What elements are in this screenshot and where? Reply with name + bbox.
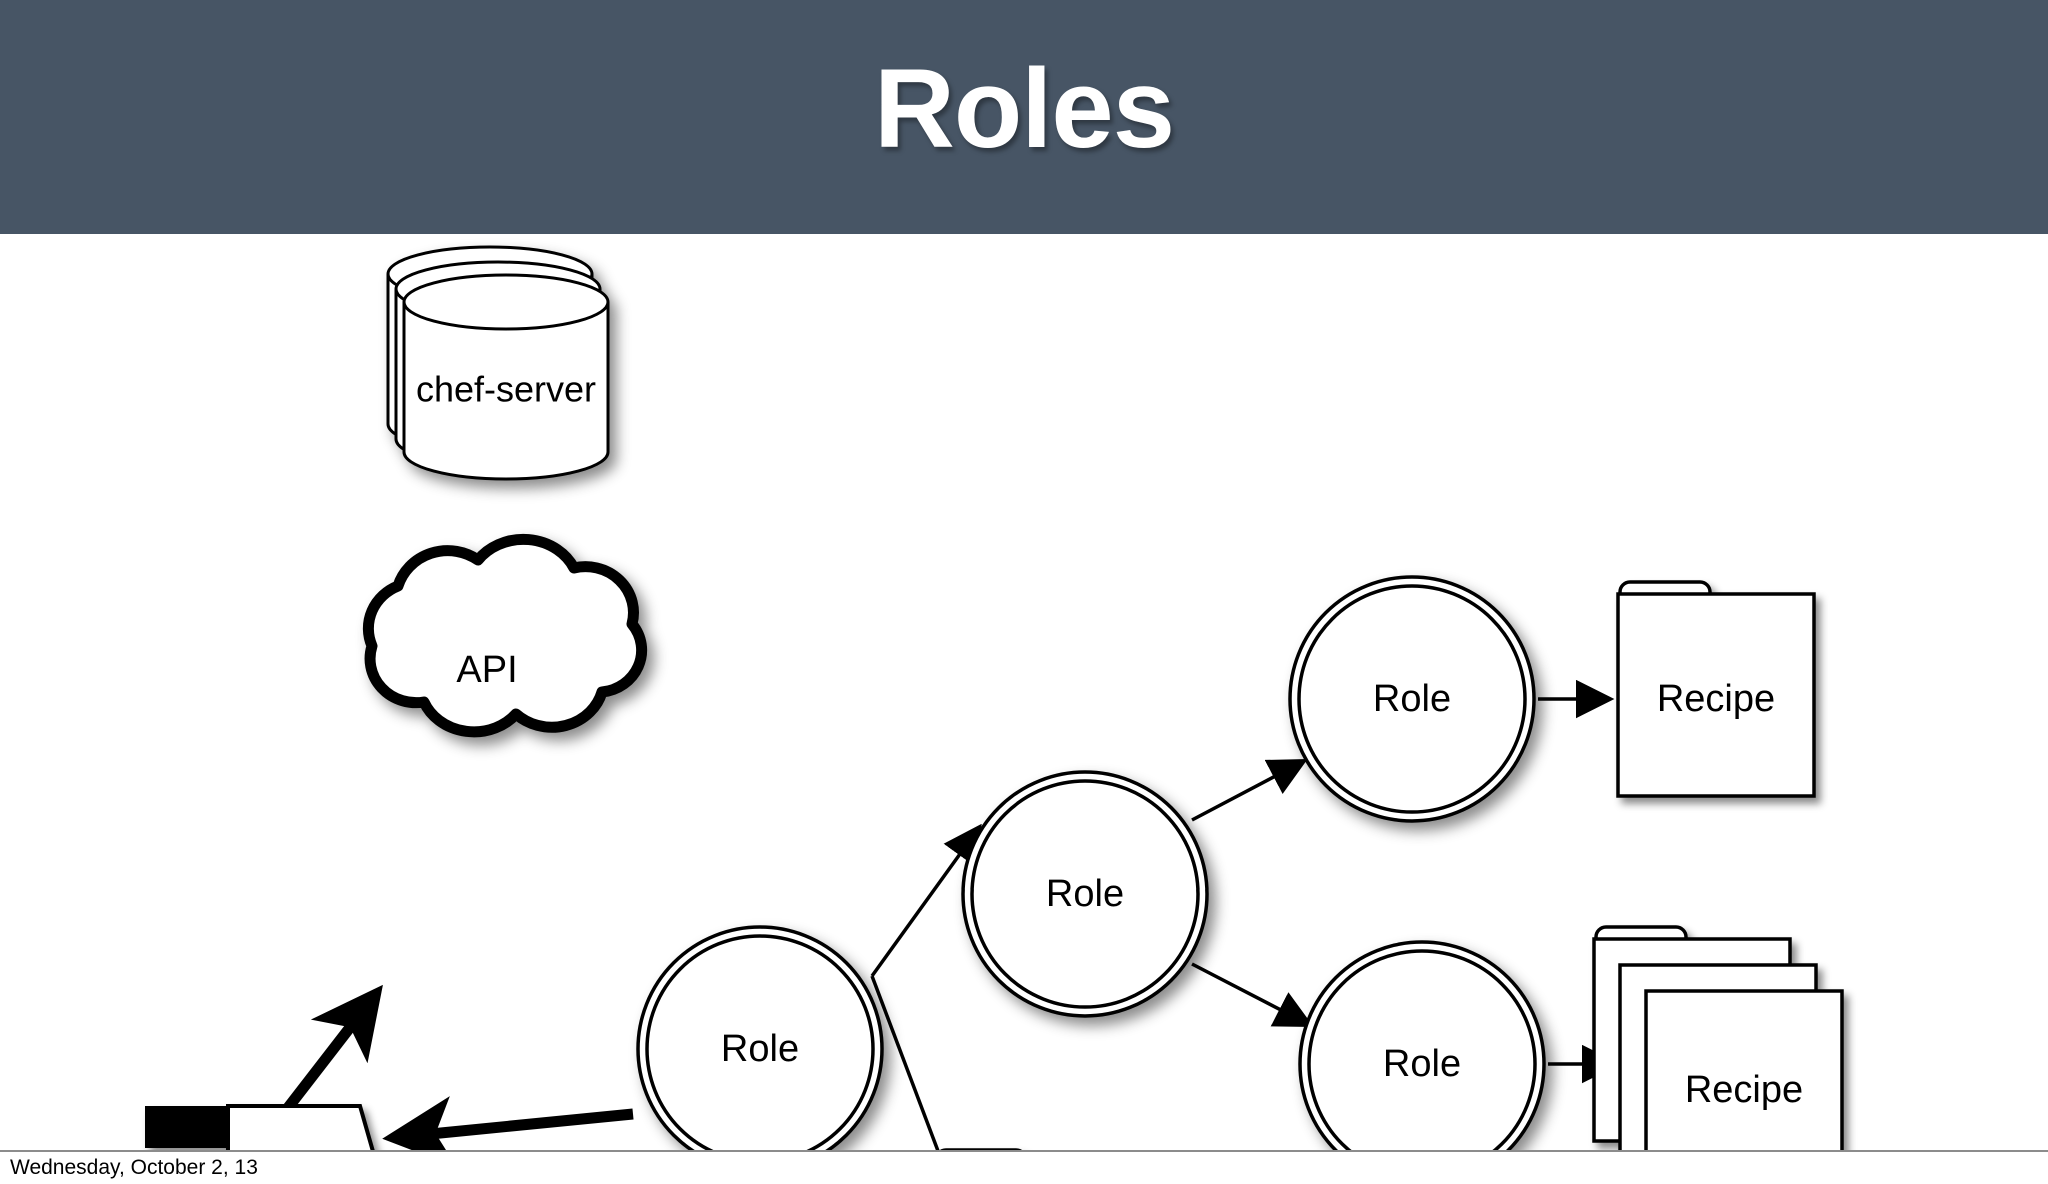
knife-blade [226,1104,375,1150]
node-knife[interactable]: Knife [145,1104,398,1152]
role-inner-ring [970,779,1200,1009]
node-recipe-3[interactable]: Recipe [934,1148,1182,1152]
recipe-2-label: Recipe [1685,1069,1803,1111]
slide-footer: Wednesday, October 2, 13 [0,1154,2048,1184]
node-role-2[interactable]: Role [961,770,1209,1018]
role-2-label: Role [1046,873,1124,915]
footer-date: Wednesday, October 2, 13 [10,1156,258,1179]
slide-body: chef-server API Knife Role [0,234,2048,1152]
edge-role1-role2 [870,823,982,978]
edge-knife-api [282,984,383,1113]
node-chef-server[interactable]: chef-server [386,245,610,481]
recipe-stack-front [1644,989,1844,1150]
slide-title-bar: Roles [0,0,2048,234]
node-role-4[interactable]: Role [1298,940,1546,1152]
recipe-1-label: Recipe [1657,678,1775,720]
node-recipe-2[interactable]: Recipe [1592,925,1844,1152]
edge-role2-role3 [1191,759,1308,822]
role-3-label: Role [1373,678,1451,720]
role-inner-ring [645,934,875,1150]
node-role-1[interactable]: Role [636,925,884,1152]
page-title: Roles [874,45,1175,171]
roles-diagram: chef-server API Knife Role [145,245,1844,1152]
chef-server-label: chef-server [416,369,596,410]
role-4-label: Role [1383,1043,1461,1085]
api-label: API [456,649,517,691]
role-inner-ring [1297,584,1527,814]
edge-role2-role4 [1191,962,1314,1027]
recipe-body [1616,592,1816,798]
role-inner-ring [1307,949,1537,1150]
edge-role1-knife [382,1096,634,1150]
role-1-label: Role [721,1028,799,1070]
edge-role1-recipe3 [870,975,940,1150]
cylinder-front-top [402,301,610,331]
cloud-shape [362,533,648,738]
recipe-stack-back-tab [939,1148,1023,1150]
node-api[interactable]: API [362,533,648,738]
node-role-3[interactable]: Role [1288,575,1536,823]
node-recipe-1[interactable]: Recipe [1616,580,1816,798]
